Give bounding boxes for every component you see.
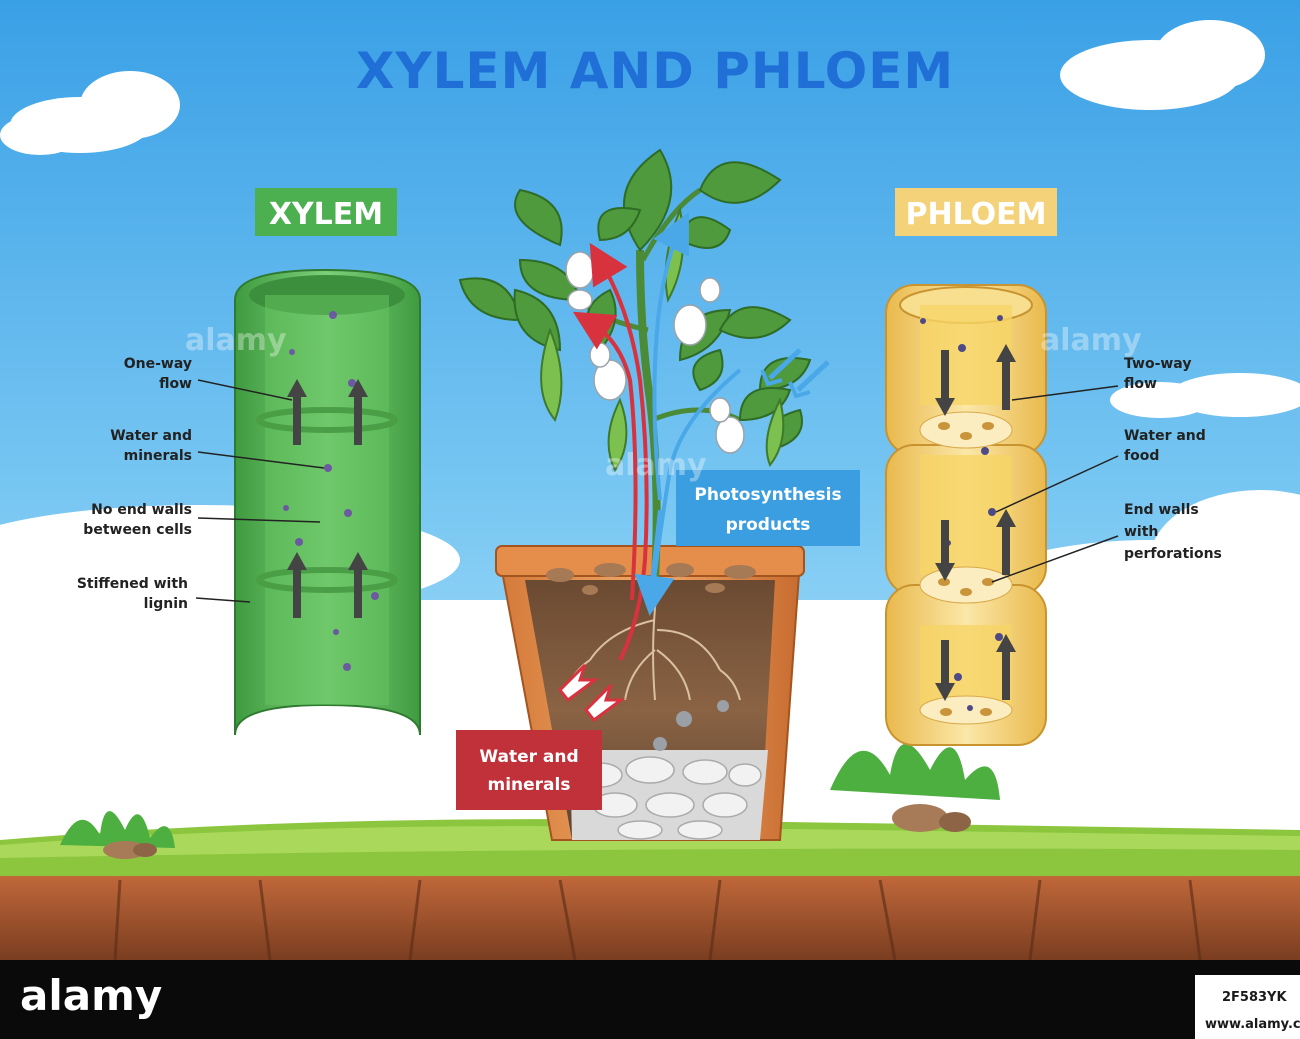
xylem-tag-box bbox=[255, 188, 397, 236]
xylem-upward-arrows bbox=[287, 379, 368, 618]
watermark-left: alamy bbox=[185, 323, 287, 358]
phloem-label-end-1: End walls bbox=[1124, 502, 1199, 518]
grass-highlight bbox=[0, 826, 1300, 858]
phloem-label-end-3: perforations bbox=[1124, 546, 1222, 562]
xylem-label-water-1: Water and bbox=[110, 428, 192, 444]
phloem-label-food-1: Water and bbox=[1124, 428, 1206, 444]
watermarks: alamy alamy alamy bbox=[185, 323, 1142, 483]
right-bush bbox=[830, 743, 1000, 832]
xylem-label-stiff-1: Stiffened with bbox=[77, 576, 188, 592]
cliff-face bbox=[0, 876, 1300, 960]
phloem-label-food-2: food bbox=[1124, 448, 1159, 464]
phloem-tube bbox=[885, 284, 1047, 746]
phloem-tag: PHLOEM bbox=[906, 197, 1047, 232]
xylem-tube bbox=[234, 268, 421, 736]
footer-id-box bbox=[1195, 975, 1300, 1039]
xylem-label-stiff-2: lignin bbox=[144, 596, 188, 612]
phloem-label-two-way-2: flow bbox=[1124, 376, 1157, 392]
phloem-label-end-2: with bbox=[1124, 524, 1158, 540]
photosynthesis-label-1: Photosynthesis bbox=[694, 485, 841, 505]
phloem-two-way-arrows bbox=[935, 344, 1016, 701]
footer-brand: alamy bbox=[20, 971, 162, 1020]
xylem-labels: One-way flow Water and minerals No end w… bbox=[77, 356, 325, 612]
phloem-label-two-way-1: Two-way bbox=[1124, 356, 1191, 372]
footer-bar bbox=[0, 960, 1300, 1039]
incoming-light-arrows bbox=[760, 348, 830, 399]
water-minerals-label-2: minerals bbox=[488, 775, 571, 795]
incoming-water-arrows bbox=[557, 663, 626, 723]
phloem-tag-box bbox=[895, 188, 1057, 236]
page-title: XYLEM AND PHLOEM bbox=[356, 42, 954, 100]
cliff-cracks bbox=[113, 879, 1202, 961]
footer-image-id: 2F583YK bbox=[1222, 990, 1287, 1005]
water-minerals-box bbox=[456, 730, 602, 810]
xylem-label-one-way-1: One-way bbox=[124, 356, 192, 372]
photosynthesis-label-2: products bbox=[726, 515, 811, 535]
xylem-tag: XYLEM bbox=[269, 197, 383, 232]
photosynthesis-box bbox=[676, 470, 860, 546]
xylem-label-noend-1: No end walls bbox=[91, 502, 192, 518]
plant bbox=[458, 148, 812, 581]
transport-arrows bbox=[557, 212, 830, 723]
flowers bbox=[565, 251, 745, 454]
water-minerals-label-1: Water and bbox=[479, 747, 578, 767]
footer-url: www.alamy.com bbox=[1205, 1017, 1300, 1032]
xylem-label-one-way-2: flow bbox=[159, 376, 192, 392]
xylem-label-water-2: minerals bbox=[124, 448, 192, 464]
xylem-label-noend-2: between cells bbox=[83, 522, 192, 538]
left-bush bbox=[60, 811, 175, 859]
phloem-labels: Two-way flow Water and food End walls wi… bbox=[991, 356, 1222, 583]
watermark-center: alamy bbox=[605, 448, 707, 483]
watermark-right: alamy bbox=[1040, 323, 1142, 358]
